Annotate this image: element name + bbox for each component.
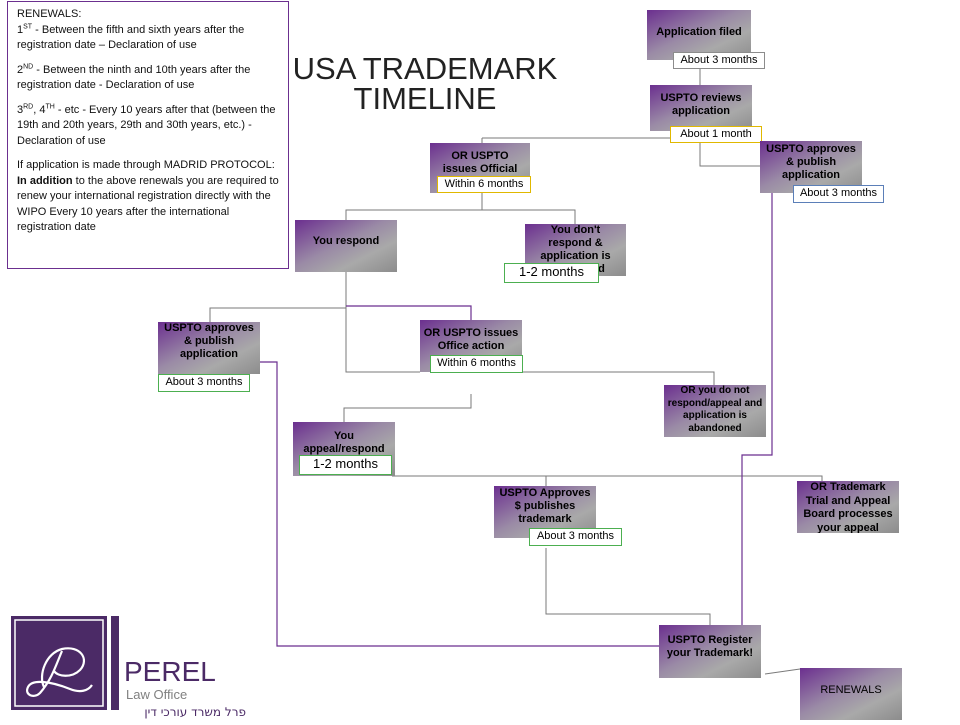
duration-tag: About 3 months — [529, 528, 622, 546]
renewals-box: RENEWALS — [800, 668, 902, 720]
duration-tag: 1-2 months — [299, 455, 392, 475]
page-title: USA TRADEMARK TIMELINE — [292, 51, 558, 116]
duration-tag: About 3 months — [673, 52, 765, 69]
abandoned-box: OR you do not respond/appeal and applica… — [664, 385, 766, 437]
ttab-box: OR Trademark Trial and Appeal Board proc… — [797, 481, 899, 533]
logo-hebrew: פרל משרד עורכי דין — [144, 705, 246, 719]
perel-monogram-icon: PEREL Law Office פרל משרד עורכי דין — [11, 616, 246, 719]
renewals-note-box: RENEWALS: 1ST - Between the fifth and si… — [7, 1, 289, 269]
uspto-approves-publish-box-2: USPTO approves & publish application — [158, 322, 260, 374]
uspto-reviews-box: USPTO reviews application — [650, 85, 752, 131]
you-respond-box: You respond — [295, 220, 397, 272]
duration-tag: About 3 months — [793, 185, 884, 203]
perel-logo: PEREL Law Office פרל משרד עורכי דין — [10, 615, 250, 720]
duration-tag: 1-2 months — [504, 263, 599, 283]
duration-tag: Within 6 months — [437, 176, 531, 193]
logo-subtitle: Law Office — [126, 687, 187, 702]
renewal-third: 3RD, 4TH - etc - Every 10 years after th… — [17, 102, 276, 147]
uspto-approves-publish-box: USPTO approves & publish application — [760, 141, 862, 193]
renewal-second: 2ND - Between the ninth and 10th years a… — [17, 62, 251, 91]
renewal-first: 1ST - Between the fifth and sixth years … — [17, 22, 245, 51]
duration-tag: About 1 month — [670, 126, 762, 143]
duration-tag: Within 6 months — [430, 355, 523, 373]
logo-name: PEREL — [124, 656, 216, 687]
register-trademark-box: USPTO Register your Trademark! — [659, 625, 761, 678]
duration-tag: About 3 months — [158, 374, 250, 392]
application-filed-box: Application filed — [647, 10, 751, 60]
renewals-heading: RENEWALS: — [17, 8, 82, 20]
renewal-madrid: If application is made through MADRID PR… — [17, 159, 279, 233]
